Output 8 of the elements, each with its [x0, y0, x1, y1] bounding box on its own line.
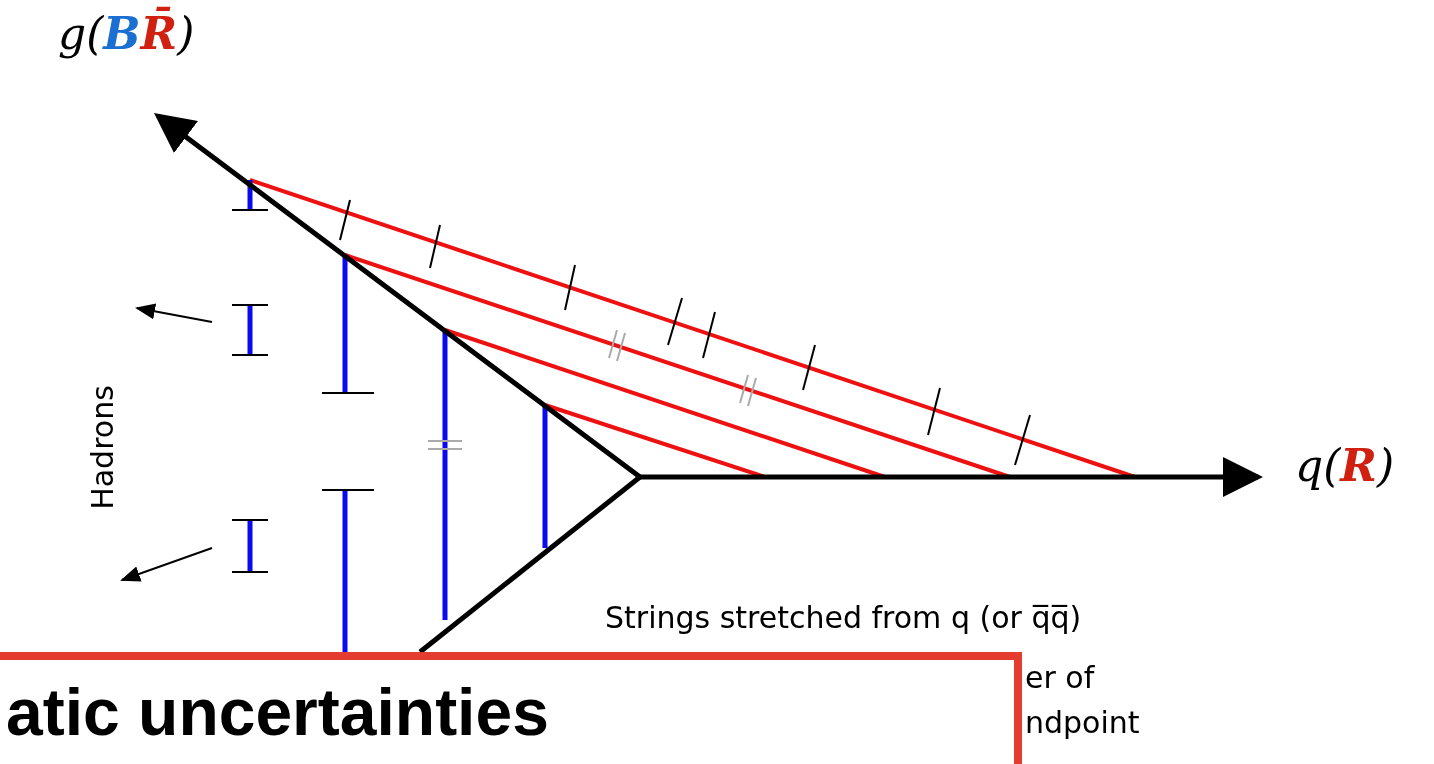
title-box	[0, 652, 1022, 764]
axis-label: g(BR̄)	[58, 8, 195, 59]
slide-title: atic uncertainties	[6, 674, 549, 750]
note-text: er of	[1025, 660, 1095, 695]
note-text: ndpoint	[1025, 705, 1140, 740]
axis-label: q(R)	[1295, 440, 1395, 491]
note-text: Strings stretched from q (or q̅q̅)	[605, 600, 1082, 635]
rotated-label: Hadrons	[84, 385, 120, 510]
